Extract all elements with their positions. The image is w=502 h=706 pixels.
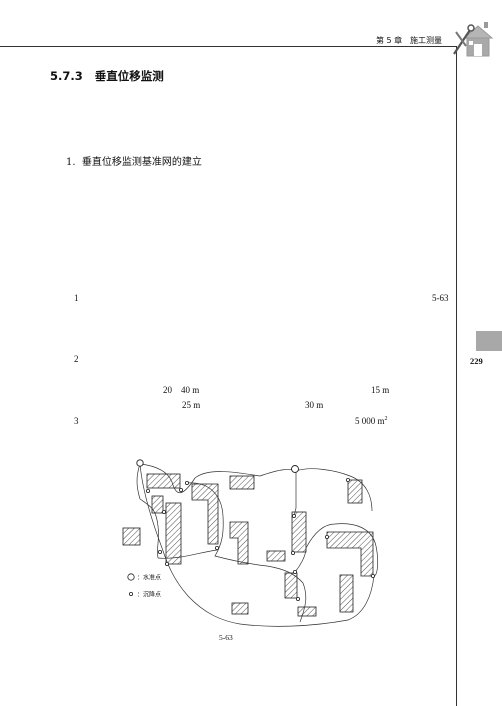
section-heading: 5.7.3 垂直位移监测 — [50, 68, 164, 84]
building — [229, 475, 255, 490]
chapter-number: 第 5 章 — [376, 36, 403, 45]
header-rule — [0, 46, 456, 47]
legend-benchmark-label: ：水准点 — [137, 574, 161, 582]
building — [347, 479, 363, 504]
benchmark-point — [291, 465, 299, 473]
settlement-point — [158, 550, 163, 555]
building — [291, 511, 307, 553]
settlement-point — [292, 570, 297, 575]
item-2-distance-b: 15 m — [371, 385, 390, 395]
building — [146, 473, 181, 489]
subsection-number: 1. — [66, 157, 76, 168]
figure-caption: 5-63 — [219, 633, 233, 642]
item-2-number: 2 — [74, 354, 79, 364]
building — [165, 502, 182, 565]
page-number: 229 — [470, 356, 483, 366]
building — [266, 550, 286, 562]
subsection-heading: 1. 垂直位移监测基准网的建立 — [66, 153, 202, 168]
benchmark-point — [136, 459, 144, 467]
item-3-area: 5 000 m2 — [355, 416, 388, 426]
settlement-point — [162, 510, 167, 515]
item-3-number: 3 — [74, 416, 79, 426]
item-1-number: 1 — [74, 293, 79, 303]
building — [191, 483, 219, 545]
building — [284, 572, 298, 599]
building — [326, 531, 374, 577]
settlement-point — [370, 574, 375, 579]
item-2-distance-c: 25 m — [182, 400, 201, 410]
building — [297, 606, 317, 617]
building — [231, 602, 249, 615]
legend-settlement-symbol — [128, 591, 133, 596]
building — [151, 495, 164, 514]
section-number: 5.7.3 — [50, 69, 83, 83]
settlement-point — [179, 488, 184, 493]
house-logo-icon — [453, 22, 494, 57]
settlement-point — [324, 535, 329, 540]
building — [229, 521, 249, 565]
settlement-point — [146, 489, 151, 494]
settlement-point — [290, 551, 295, 556]
page-tab — [476, 331, 502, 351]
item-1-figure-ref: 5-63 — [432, 293, 449, 303]
settlement-point — [295, 596, 300, 601]
subsection-title: 垂直位移监测基准网的建立 — [81, 157, 202, 168]
settlement-point — [215, 546, 220, 551]
settlement-point — [345, 477, 350, 482]
chapter-title: 施工测量 — [410, 36, 442, 45]
settlement-point — [165, 562, 170, 567]
building — [339, 574, 354, 613]
legend-settlement-label: ：沉降点 — [137, 591, 161, 599]
margin-rule — [456, 46, 457, 706]
legend-benchmark-symbol — [127, 573, 135, 581]
item-2-distance-d: 30 m — [305, 400, 324, 410]
settlement-point — [185, 480, 190, 485]
building — [122, 527, 141, 546]
settlement-monitoring-map: ：水准点 ：沉降点 — [122, 459, 379, 627]
item-2-distance-a: 20 40 m — [163, 385, 200, 395]
settlement-point — [291, 514, 296, 519]
section-title: 垂直位移监测 — [94, 69, 164, 83]
